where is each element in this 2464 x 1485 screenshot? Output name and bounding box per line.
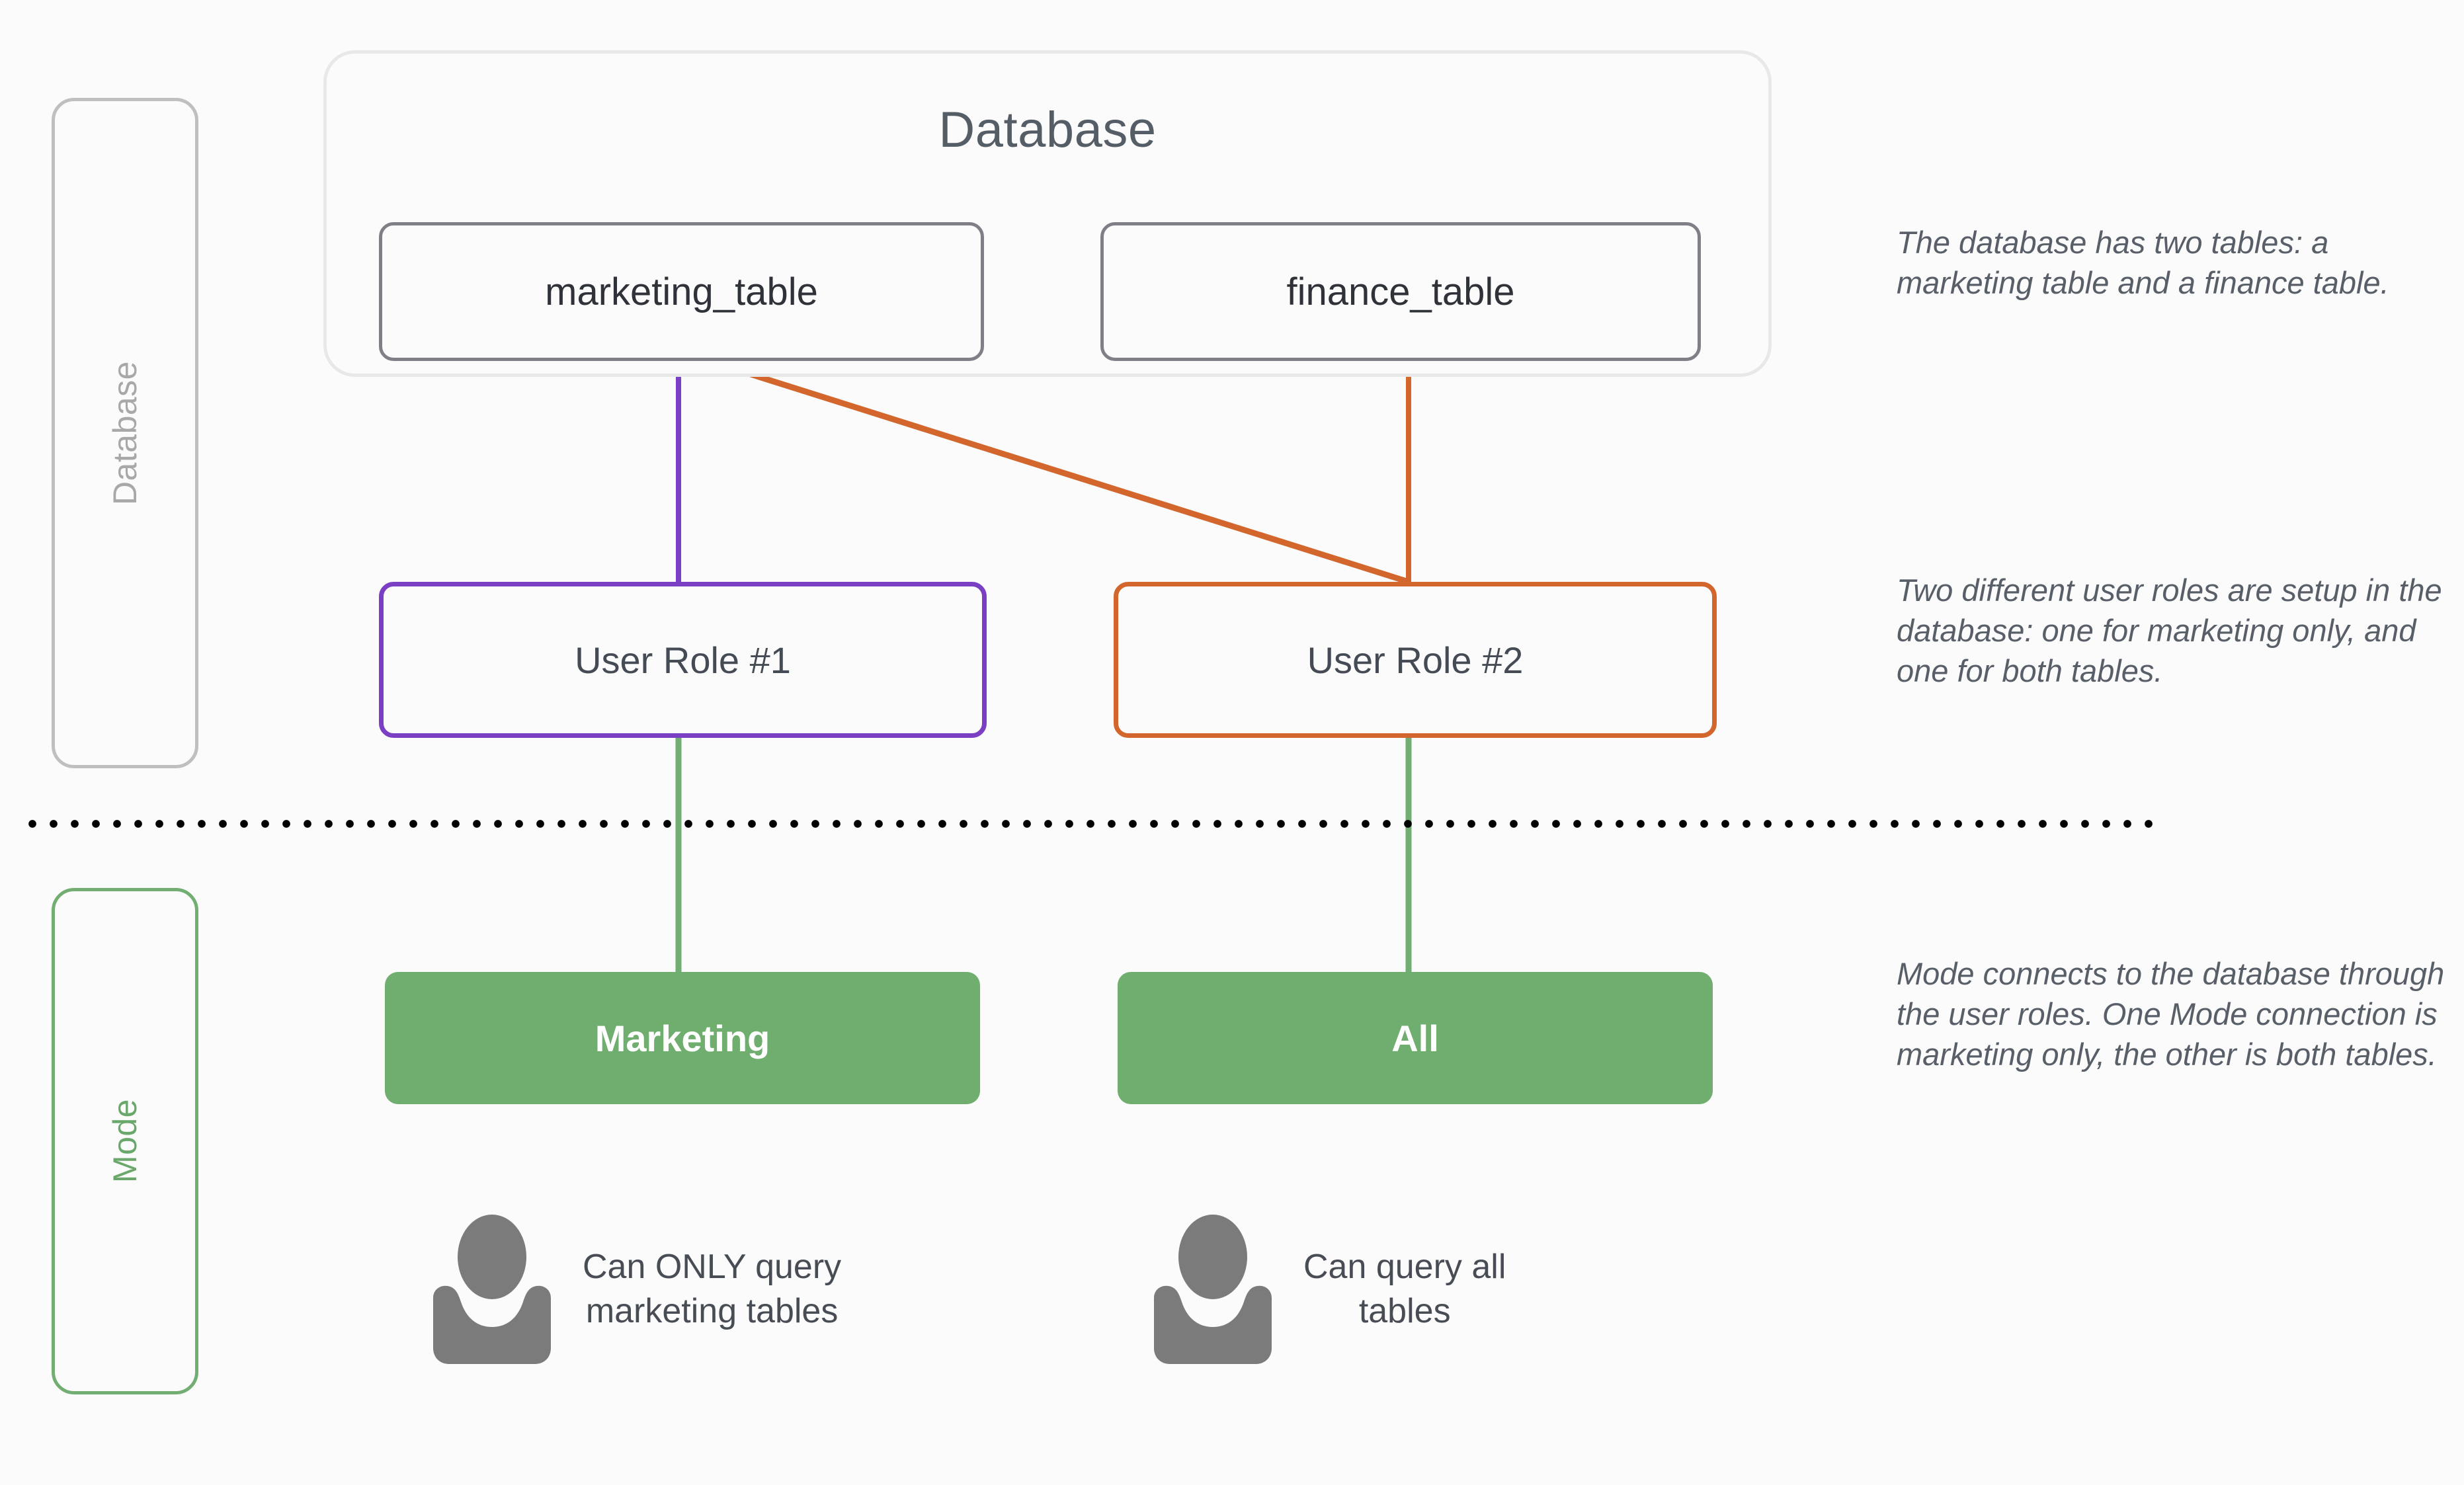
rail-database-label: Database: [106, 360, 144, 506]
mode-connection-label-all: All: [1391, 1017, 1439, 1059]
table-label-marketing: marketing_table: [545, 270, 818, 313]
rail-mode: Mode: [52, 888, 198, 1394]
user-role-box-2[interactable]: User Role #2: [1114, 582, 1717, 738]
table-label-finance: finance_table: [1286, 270, 1515, 313]
persona-caption-all: Can query all tables: [1303, 1248, 1506, 1330]
connector-marketing-table-to-role-2: [686, 351, 1410, 585]
rail-database: Database: [52, 98, 198, 768]
user-role-box-1[interactable]: User Role #1: [379, 582, 987, 738]
rail-mode-label: Mode: [106, 1099, 144, 1184]
mode-connection-label-marketing: Marketing: [595, 1017, 770, 1059]
table-box-finance[interactable]: finance_table: [1100, 222, 1701, 361]
persona-marketing: Can ONLY query marketing tables: [433, 1213, 841, 1365]
section-divider-dotted: [26, 818, 2162, 830]
mode-connection-marketing[interactable]: Marketing: [385, 972, 980, 1104]
user-role-label-1: User Role #1: [575, 639, 791, 681]
person-icon: [1154, 1215, 1272, 1364]
table-box-marketing[interactable]: marketing_table: [379, 222, 984, 361]
persona-caption-marketing: Can ONLY query marketing tables: [583, 1248, 842, 1330]
database-title: Database: [938, 102, 1157, 158]
mode-connection-all[interactable]: All: [1118, 972, 1713, 1104]
user-role-label-2: User Role #2: [1307, 639, 1524, 681]
annotation-mode-connections: Mode connects to the database through th…: [1897, 956, 2445, 1072]
persona-all: Can query all tables: [1154, 1213, 1506, 1365]
annotation-database: The database has two tables: a marketing…: [1897, 225, 2389, 301]
annotation-user-roles: Two different user roles are setup in th…: [1897, 573, 2442, 689]
person-icon: [433, 1215, 551, 1364]
